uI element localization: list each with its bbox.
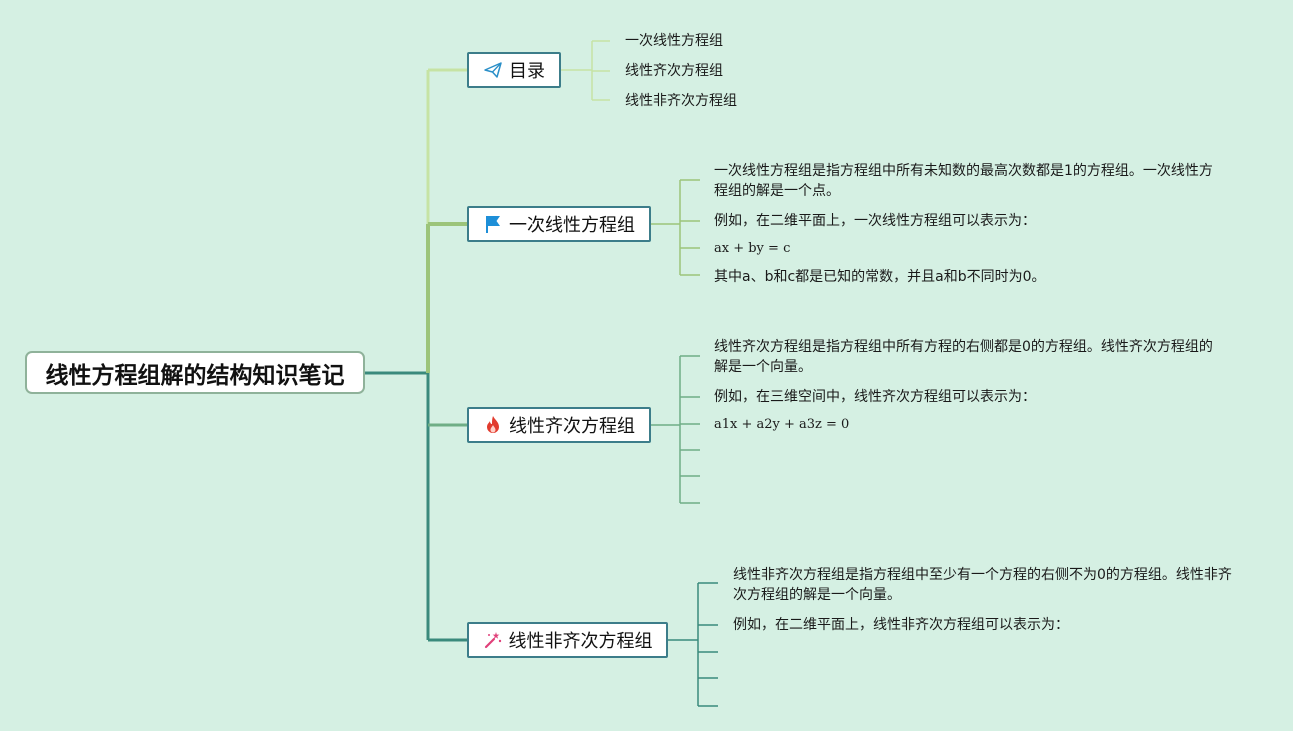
flag-icon: [483, 214, 503, 234]
leaf-note: 例如，在二维平面上，线性非齐次方程组可以表示为：: [733, 617, 1069, 633]
leaf-formula: ax + by = c: [714, 241, 791, 256]
leaf-note: 其中a、b和c都是已知的常数，并且a和b不同时为0。: [714, 269, 1046, 285]
leaf-note: 一次线性方程组是指方程组中所有未知数的最高次数都是1的方程组。一次线性方程组的解…: [714, 163, 1213, 199]
branch-nonhomogeneous-system[interactable]: 线性非齐次方程组: [467, 622, 668, 658]
toc-item[interactable]: 一次线性方程组: [625, 33, 723, 49]
root-topic[interactable]: 线性方程组解的结构知识笔记: [25, 351, 365, 394]
paper-plane-icon: [483, 60, 503, 80]
branch-homogeneous-system[interactable]: 线性齐次方程组: [467, 407, 651, 443]
leaf-formula: a1x + a2y + a3z = 0: [714, 417, 850, 432]
root-title: 线性方程组解的结构知识笔记: [45, 362, 345, 389]
branch-homogeneous-system-label: 线性齐次方程组: [509, 416, 635, 437]
branch-linear-system[interactable]: 一次线性方程组: [467, 206, 651, 242]
toc-item[interactable]: 线性非齐次方程组: [625, 93, 737, 109]
toc-item[interactable]: 线性齐次方程组: [625, 63, 723, 79]
leaf-note: 线性非齐次方程组是指方程组中至少有一个方程的右侧不为0的方程组。线性非齐次方程组…: [733, 567, 1232, 603]
leaf-note: 例如，在三维空间中，线性齐次方程组可以表示为：: [714, 389, 1036, 405]
fire-icon: [483, 415, 503, 435]
branch-toc-label: 目录: [509, 61, 545, 82]
branch-linear-system-label: 一次线性方程组: [509, 215, 635, 236]
branch-nonhomogeneous-system-label: 线性非齐次方程组: [508, 631, 653, 652]
magic-wand-icon: [483, 630, 503, 650]
leaf-note: 例如，在二维平面上，一次线性方程组可以表示为：: [714, 213, 1036, 229]
branch-toc[interactable]: 目录: [467, 52, 561, 88]
leaf-note: 线性齐次方程组是指方程组中所有方程的右侧都是0的方程组。线性齐次方程组的解是一个…: [714, 339, 1213, 375]
